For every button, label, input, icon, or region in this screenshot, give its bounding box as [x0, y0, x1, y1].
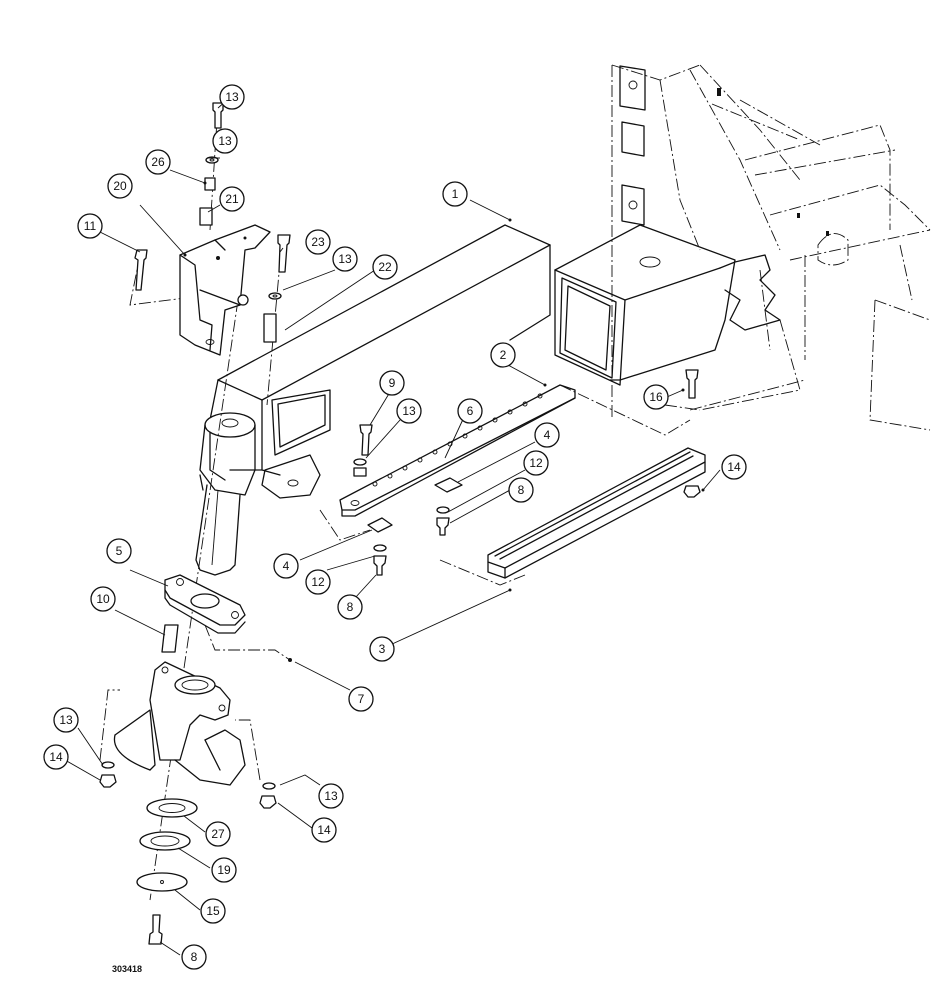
svg-text:14: 14 [727, 460, 741, 474]
receiver-hitch [554, 224, 781, 386]
callout-14: 14 [721, 454, 747, 480]
nut-14-right [683, 485, 701, 498]
callouts: 13 13 26 21 20 11 1 23 13 22 2 9 13 6 4 … [43, 84, 747, 970]
svg-text:27: 27 [211, 827, 225, 841]
callout-2: 2 [490, 342, 516, 368]
lower-stack [136, 798, 198, 945]
svg-text:6: 6 [467, 404, 474, 418]
upper-hardware [134, 102, 291, 343]
callout-4: 4 [273, 553, 299, 579]
drawbar-bracket-outline [319, 509, 371, 541]
svg-text:2: 2 [500, 348, 507, 362]
drawbar [339, 384, 576, 517]
svg-text:3: 3 [379, 642, 386, 656]
svg-text:19: 19 [217, 863, 231, 877]
document-number: 303418 [112, 964, 142, 974]
callout-4: 4 [534, 422, 560, 448]
svg-text:22: 22 [378, 260, 392, 274]
svg-text:4: 4 [283, 559, 290, 573]
callout-14: 14 [311, 817, 337, 843]
callout-6: 6 [457, 398, 483, 424]
clevis-plate [164, 574, 246, 634]
svg-text:7: 7 [358, 692, 365, 706]
callout-13: 13 [396, 398, 422, 424]
svg-text:8: 8 [191, 950, 198, 964]
svg-text:15: 15 [206, 904, 220, 918]
callout-13: 13 [318, 783, 344, 809]
callout-1: 1 [442, 181, 468, 207]
bolt-16 [685, 369, 699, 399]
leader-lines [64, 99, 721, 956]
svg-text:8: 8 [518, 483, 525, 497]
callout-8: 8 [181, 944, 207, 970]
callout-9: 9 [379, 370, 405, 396]
svg-text:9: 9 [389, 376, 396, 390]
tractor-frame [611, 64, 931, 431]
callout-11: 11 [77, 213, 103, 239]
callout-26: 26 [145, 149, 171, 175]
callout-13: 13 [332, 246, 358, 272]
callout-20: 20 [107, 173, 133, 199]
callout-5: 5 [106, 538, 132, 564]
callout-14: 14 [43, 744, 69, 770]
bolt-16-axis [689, 379, 806, 411]
lower-nuts [99, 689, 277, 809]
svg-text:13: 13 [402, 404, 416, 418]
svg-text:13: 13 [218, 134, 232, 148]
svg-text:13: 13 [338, 252, 352, 266]
svg-text:23: 23 [311, 235, 325, 249]
callout-16: 16 [643, 384, 669, 410]
callout-27: 27 [205, 821, 231, 847]
svg-text:13: 13 [59, 713, 73, 727]
drawbar-housing [209, 224, 551, 499]
svg-text:12: 12 [529, 456, 543, 470]
svg-text:12: 12 [311, 575, 325, 589]
drawbar-hardware [353, 424, 450, 576]
svg-text:20: 20 [113, 179, 127, 193]
callout-15: 15 [200, 898, 226, 924]
svg-text:1: 1 [452, 187, 459, 201]
callout-19: 19 [211, 857, 237, 883]
callout-12: 12 [305, 569, 331, 595]
svg-text:26: 26 [151, 155, 165, 169]
svg-text:14: 14 [49, 750, 63, 764]
plate-4-upper [434, 477, 463, 493]
upper-bracket [179, 224, 271, 356]
svg-text:13: 13 [324, 789, 338, 803]
svg-text:14: 14 [317, 823, 331, 837]
callout-13: 13 [212, 128, 238, 154]
swing-post [195, 412, 256, 576]
callout-8: 8 [508, 477, 534, 503]
callout-13: 13 [53, 707, 79, 733]
pivot-housing [113, 661, 246, 786]
leader-7-line [204, 624, 291, 661]
svg-text:4: 4 [544, 428, 551, 442]
svg-text:5: 5 [116, 544, 123, 558]
channel-outline [439, 559, 526, 586]
channel-outline-right [559, 384, 691, 436]
svg-text:11: 11 [84, 219, 97, 233]
svg-text:16: 16 [649, 390, 663, 404]
callout-23: 22 [372, 254, 398, 280]
spacer-10 [161, 624, 179, 653]
callout-21: 21 [219, 186, 245, 212]
callout-24: 23 [305, 229, 331, 255]
plate-4-lower [367, 517, 393, 533]
callout-8: 8 [337, 594, 363, 620]
callout-22: 13 [219, 84, 245, 110]
lower-channel [487, 447, 706, 579]
svg-text:13: 13 [225, 90, 239, 104]
callout-12: 12 [523, 450, 549, 476]
svg-text:8: 8 [347, 600, 354, 614]
callout-10: 10 [90, 586, 116, 612]
callout-7: 7 [348, 686, 374, 712]
callout-3: 3 [369, 636, 395, 662]
svg-text:10: 10 [96, 592, 110, 606]
svg-text:21: 21 [225, 192, 239, 206]
